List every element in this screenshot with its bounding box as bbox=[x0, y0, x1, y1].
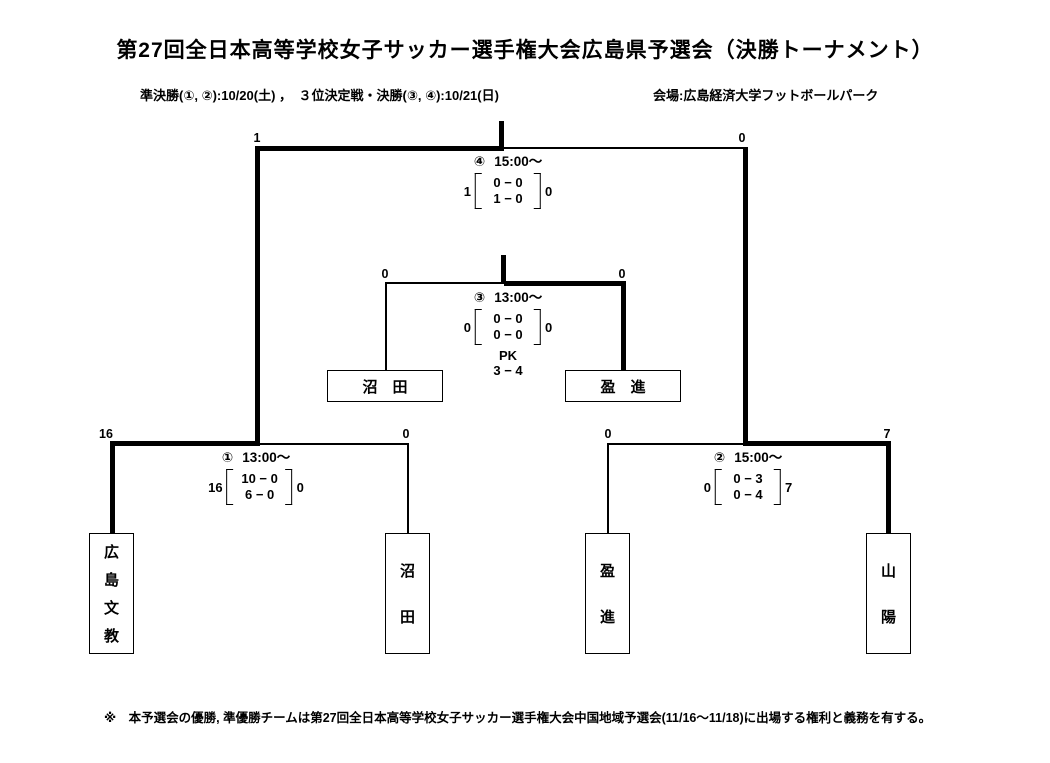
semifinal2-left-aggregate-score: 0 bbox=[604, 427, 612, 441]
semifinal2-period-scores: 0 − 3 0 − 4 bbox=[722, 469, 774, 505]
third-place-connector-right-winner-line bbox=[504, 281, 626, 286]
semifinal2-match-annotation: ② 15:00～ 0 0 − 3 0 − 4 7 bbox=[700, 446, 796, 505]
final-left-total: 1 bbox=[463, 183, 471, 199]
semifinal2-right-team-line bbox=[886, 441, 891, 535]
semifinal1-left-total: 16 bbox=[208, 479, 223, 495]
penalty-kick-score: 3 − 4 bbox=[493, 363, 523, 378]
semifinal2-match-number: ② bbox=[713, 450, 726, 465]
third-place-team-box-numata: 沼 田 bbox=[327, 370, 443, 402]
final-connector-right-line bbox=[504, 147, 748, 149]
semifinal1-first-half-score: 10 − 0 bbox=[241, 471, 278, 486]
semifinal1-left-aggregate-score: 16 bbox=[99, 427, 113, 441]
third-place-first-half-score: 0 − 0 bbox=[493, 311, 523, 326]
team-name: 沼 田 bbox=[362, 378, 408, 396]
right-bracket-glyph bbox=[534, 173, 541, 209]
team-box-sanyo: 山陽 bbox=[866, 533, 911, 654]
right-bracket-glyph bbox=[774, 469, 781, 505]
semifinal2-left-total: 0 bbox=[703, 479, 711, 495]
final-second-half-score: 1 − 0 bbox=[493, 191, 523, 206]
final-left-feed-line bbox=[255, 146, 260, 446]
final-score-bracket: 1 0 − 0 1 − 0 0 bbox=[460, 173, 556, 209]
team-name: 広島文教 bbox=[103, 544, 119, 645]
left-bracket-glyph bbox=[226, 469, 234, 505]
semifinal1-second-half-score: 6 − 0 bbox=[244, 487, 275, 502]
semifinal2-first-half-score: 0 − 3 bbox=[733, 471, 763, 486]
third-place-stem-line bbox=[501, 255, 506, 282]
third-place-team-box-eishin: 盈 進 bbox=[565, 370, 681, 402]
final-connector-left-winner-line bbox=[255, 146, 504, 151]
team-box-numata: 沼田 bbox=[385, 533, 430, 654]
semifinal1-left-team-line bbox=[110, 441, 115, 535]
final-match-number: ④ bbox=[473, 154, 486, 169]
team-name: 盈 進 bbox=[600, 378, 646, 396]
semifinal2-score-bracket: 0 0 − 3 0 − 4 7 bbox=[700, 469, 796, 505]
right-bracket-glyph bbox=[534, 309, 541, 345]
final-match-header: ④ 15:00～ bbox=[474, 150, 542, 170]
right-bracket-glyph bbox=[285, 469, 293, 505]
schedule-text: 準決勝(①, ②):10/20(土) ， ３位決定戦・決勝(③, ④):10/2… bbox=[140, 88, 499, 103]
semifinal2-connector-left-line bbox=[607, 443, 745, 445]
champion-stem-line bbox=[499, 121, 504, 151]
page-title: 第27回全日本高等学校女子サッカー選手権大会広島県予選会（決勝トーナメント） bbox=[116, 39, 934, 62]
final-match-annotation: ④ 15:00～ 1 0 − 0 1 − 0 0 bbox=[460, 150, 556, 209]
third-place-connector-left-line bbox=[385, 282, 504, 284]
qualification-note: ※ 本予選会の優勝, 準優勝チームは第27回全日本高等学校女子サッカー選手権大会… bbox=[104, 711, 932, 725]
final-period-scores: 0 − 0 1 − 0 bbox=[482, 173, 534, 209]
semifinal2-match-header: ② 15:00～ bbox=[714, 446, 782, 466]
semifinal1-right-total: 0 bbox=[296, 479, 304, 495]
team-box-eishin: 盈進 bbox=[585, 533, 630, 654]
left-bracket-glyph bbox=[715, 469, 722, 505]
semifinal1-right-aggregate-score: 0 bbox=[402, 427, 410, 441]
team-box-hiroshima-bunkyo: 広島文教 bbox=[89, 533, 134, 654]
penalty-kick-label: PK bbox=[498, 348, 518, 363]
third-place-match-header: ③ 13:00～ bbox=[474, 286, 542, 306]
semifinal1-period-scores: 10 − 0 6 − 0 bbox=[234, 469, 286, 505]
left-bracket-glyph bbox=[475, 309, 482, 345]
team-name: 山陽 bbox=[880, 562, 896, 627]
semifinal1-score-bracket: 16 10 − 0 6 − 0 0 bbox=[204, 469, 308, 505]
semifinal1-match-number: ① bbox=[221, 450, 234, 465]
semifinal1-match-header: ① 13:00～ bbox=[222, 446, 290, 466]
final-left-aggregate-score: 1 bbox=[253, 131, 261, 145]
third-place-match-time: 13:00～ bbox=[494, 290, 543, 305]
semifinal2-second-half-score: 0 − 4 bbox=[733, 487, 763, 502]
semifinal1-right-team-line bbox=[407, 443, 409, 535]
third-place-right-aggregate-score: 0 bbox=[618, 267, 626, 281]
semifinal2-right-aggregate-score: 7 bbox=[883, 427, 891, 441]
semifinal2-left-team-line bbox=[607, 443, 609, 535]
third-place-right-total: 0 bbox=[545, 319, 553, 335]
team-name: 盈進 bbox=[599, 562, 615, 627]
final-right-aggregate-score: 0 bbox=[738, 131, 746, 145]
semifinal1-connector-left-winner-line bbox=[110, 441, 260, 446]
left-bracket-glyph bbox=[475, 173, 482, 209]
semifinal2-connector-right-winner-line bbox=[743, 441, 891, 446]
final-match-time: 15:00～ bbox=[494, 154, 543, 169]
final-right-total: 0 bbox=[545, 183, 553, 199]
semifinal1-connector-right-line bbox=[260, 443, 409, 445]
third-place-score-bracket: 0 0 − 0 0 − 0 0 bbox=[460, 309, 556, 345]
third-place-right-team-line bbox=[621, 281, 626, 370]
team-name: 沼田 bbox=[399, 562, 415, 627]
third-place-match-annotation: ③ 13:00～ 0 0 − 0 0 − 0 0 PK 3 − 4 bbox=[460, 286, 556, 378]
semifinal2-match-time: 15:00～ bbox=[734, 450, 783, 465]
final-first-half-score: 0 − 0 bbox=[493, 175, 523, 190]
third-place-left-total: 0 bbox=[463, 319, 471, 335]
third-place-left-team-line bbox=[385, 283, 387, 370]
semifinal1-match-time: 13:00～ bbox=[242, 450, 291, 465]
final-right-feed-line bbox=[743, 147, 748, 446]
third-place-second-half-score: 0 − 0 bbox=[493, 327, 523, 342]
semifinal2-right-total: 7 bbox=[785, 479, 793, 495]
third-place-match-number: ③ bbox=[473, 290, 486, 305]
third-place-period-scores: 0 − 0 0 − 0 bbox=[482, 309, 534, 345]
venue-text: 会場:広島経済大学フットボールパーク bbox=[653, 88, 879, 103]
third-place-left-aggregate-score: 0 bbox=[381, 267, 389, 281]
semifinal1-match-annotation: ① 13:00～ 16 10 − 0 6 − 0 0 bbox=[204, 446, 308, 505]
